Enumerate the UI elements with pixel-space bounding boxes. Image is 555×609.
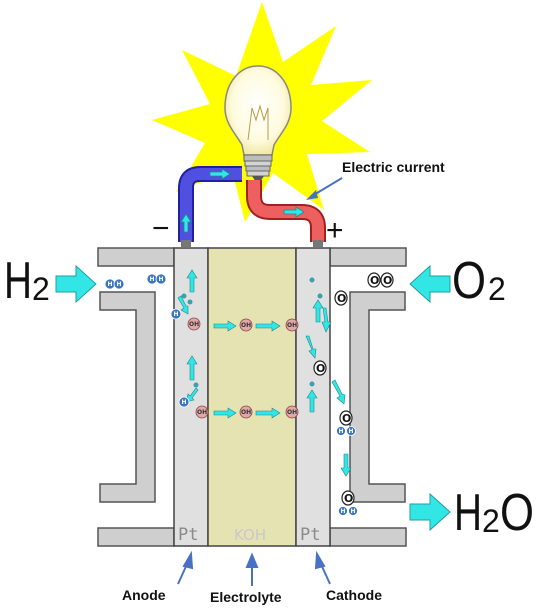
svg-text:O: O	[342, 412, 351, 425]
positive-terminal-sign: +	[326, 214, 344, 247]
anode-pt-label: Pt	[178, 525, 198, 545]
svg-text:H: H	[108, 281, 113, 288]
svg-text:H: H	[454, 484, 482, 542]
svg-text:2: 2	[482, 503, 500, 539]
svg-text:OH: OH	[197, 409, 207, 416]
oxygen-input-label: O 2	[452, 252, 506, 310]
oxygen-molecule: O O	[367, 272, 394, 288]
svg-text:OH: OH	[241, 322, 251, 329]
svg-text:H: H	[341, 508, 346, 515]
anode-wire	[178, 166, 242, 242]
hydrogen-molecule: H H	[146, 273, 167, 285]
svg-text:O: O	[344, 492, 353, 505]
svg-text:H: H	[150, 276, 155, 283]
hydroxide-ion: OH	[285, 318, 299, 332]
hydrogen-inflow-arrow	[55, 264, 97, 304]
hydrogen-atom: H	[170, 308, 182, 320]
svg-text:H: H	[4, 252, 32, 310]
hydroxide-ion: OH	[195, 405, 209, 419]
svg-text:H: H	[351, 508, 356, 515]
hydroxide-ion: OH	[285, 405, 299, 419]
svg-text:O: O	[500, 484, 534, 542]
water-output-label: H 2 O	[454, 484, 534, 542]
svg-text:H: H	[117, 281, 122, 288]
svg-text:2: 2	[32, 271, 50, 307]
oxygen-atom: O	[334, 290, 348, 306]
electrolyte-layer	[207, 247, 297, 547]
svg-text:OH: OH	[189, 321, 199, 328]
oxygen-inflow-arrow	[409, 264, 451, 304]
hydrogen-atom: H	[178, 396, 190, 408]
cathode-pt-label: Pt	[300, 525, 320, 545]
svg-text:O: O	[316, 362, 325, 375]
water-outflow-arrow	[409, 492, 451, 532]
water-molecule: O H H	[336, 410, 356, 436]
hydrogen-input-label: H 2	[4, 252, 50, 310]
svg-text:H: H	[339, 428, 344, 435]
svg-text:OH: OH	[287, 322, 297, 329]
svg-text:O: O	[383, 274, 392, 287]
svg-text:H: H	[174, 311, 179, 318]
svg-text:O: O	[452, 252, 486, 310]
svg-text:H: H	[349, 428, 354, 435]
svg-text:O: O	[370, 274, 379, 287]
hydrogen-molecule: H H	[104, 278, 125, 290]
negative-terminal-sign: −	[152, 212, 170, 245]
svg-text:OH: OH	[241, 409, 251, 416]
svg-text:O: O	[337, 292, 346, 305]
electrolyte-label: Electrolyte	[210, 589, 282, 605]
hydroxide-ion: OH	[239, 405, 253, 419]
electric-current-label: Electric current	[342, 159, 445, 175]
cell-housing	[97, 247, 407, 547]
anode-label: Anode	[122, 587, 166, 603]
oxygen-atom: O	[313, 360, 327, 376]
svg-text:H: H	[159, 276, 164, 283]
electron-dots	[181, 277, 323, 388]
electrolyte-koh-label: KOH	[234, 526, 266, 544]
hydroxide-ion: OH	[187, 317, 201, 331]
svg-text:OH: OH	[287, 409, 297, 416]
ion-flow-arrows	[177, 269, 352, 477]
cathode-label: Cathode	[326, 587, 382, 603]
svg-text:H: H	[182, 399, 187, 406]
svg-text:2: 2	[488, 271, 506, 307]
water-molecule: O H H	[338, 490, 358, 516]
hydroxide-ion: OH	[239, 318, 253, 332]
